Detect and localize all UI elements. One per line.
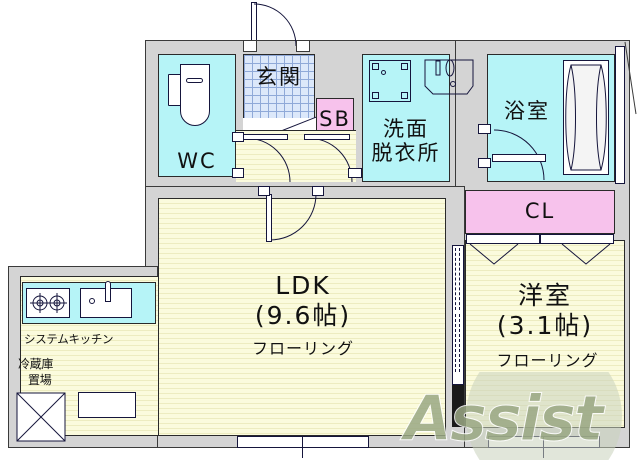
- kitchen-outline: [20, 276, 158, 436]
- ldk-door-jamb-left: [258, 186, 270, 196]
- entrance-door-arc: [253, 3, 297, 46]
- bathtub-icon: [565, 64, 607, 171]
- washing-machine-corner-tr: [401, 63, 408, 70]
- wc-door-leaf[interactable]: [242, 134, 288, 140]
- room-wc-label: WC: [177, 149, 217, 173]
- outer-corner-detail: [624, 41, 637, 115]
- corridor-jamb-c: [348, 168, 362, 178]
- closet-door-right[interactable]: [540, 234, 614, 244]
- closet-folding-indicator-icon: [469, 244, 611, 265]
- washing-machine-corner-bl: [372, 92, 379, 99]
- refrigerator-space-icon: [16, 392, 66, 442]
- washbasin-icon: [424, 59, 474, 95]
- washing-machine-corner-tl: [372, 63, 379, 70]
- toilet-seat-icon: [186, 78, 203, 83]
- storage-cl-label: CL: [524, 199, 556, 223]
- hall-door-leaf[interactable]: [304, 134, 350, 140]
- washing-machine-corner-br: [401, 92, 408, 99]
- room-senmen-label-1: 洗面: [383, 117, 429, 141]
- room-genkan-label: 玄関: [256, 65, 302, 89]
- bedroom-sliding-door-leaf-lower[interactable]: [455, 314, 460, 372]
- storage-sb-label: SB: [319, 107, 351, 131]
- room-senmen-label-2: 脱衣所: [371, 141, 441, 165]
- fridge-label-line2: 置場: [28, 373, 52, 387]
- closet-door-left[interactable]: [466, 234, 540, 244]
- ldk-hall-door-leaf[interactable]: [266, 194, 272, 242]
- bedroom-sliding-door-leaf-upper[interactable]: [455, 248, 460, 310]
- room-ldk: [158, 198, 446, 436]
- room-washitsu-area: (3.1帖): [496, 311, 594, 340]
- ldk-hall-door-arc: [269, 193, 317, 241]
- wc-door-arc: [245, 137, 291, 183]
- room-ldk-area: (9.6帖): [254, 301, 352, 330]
- washing-machine-drain-icon: [381, 70, 386, 75]
- bathroom-jamb-bottom: [478, 158, 491, 168]
- room-ldk-flooring: フローリング: [251, 339, 354, 358]
- washing-machine-space-icon: [369, 60, 411, 102]
- room-senmen: [362, 54, 450, 182]
- room-ldk-label: LDK: [275, 271, 331, 300]
- bedroom-window: [488, 436, 600, 448]
- fridge-label-line1: 冷蔵庫: [18, 357, 54, 371]
- storage-cl: [465, 190, 615, 234]
- kitchen-label: システムキッチン: [24, 332, 114, 346]
- room-genkan: [243, 54, 315, 130]
- entrance-jamb-right: [296, 40, 310, 52]
- gas-stove-burners-icon: [30, 293, 67, 313]
- corridor-jamb-b: [232, 168, 244, 178]
- corridor-jamb-a: [232, 132, 244, 142]
- ldk-window-mullion: [302, 436, 303, 458]
- room-washitsu-flooring: フローリング: [496, 351, 599, 370]
- kitchen-sink-drain-icon: [89, 298, 95, 304]
- toilet-bowl-icon: [180, 64, 210, 126]
- bathroom-door-arc: [493, 129, 545, 181]
- hall-door-arc: [307, 137, 353, 183]
- ldk-door-jamb-right: [312, 186, 324, 196]
- room-yokushitsu-label: 浴室: [504, 99, 550, 123]
- ldk-window: [237, 436, 369, 448]
- room-washitsu-label: 洋室: [517, 281, 572, 310]
- corridor-top-edge: [236, 130, 356, 131]
- bathroom-jamb-top: [478, 124, 491, 134]
- bedroom-door-stop: [452, 385, 464, 427]
- bedroom-window-mullion: [543, 436, 544, 458]
- entrance-jamb-left: [243, 40, 257, 52]
- kitchen-counter-stub: [78, 392, 136, 418]
- kitchen-faucet-icon: [105, 281, 111, 302]
- right-edge-window: [615, 46, 625, 184]
- bathroom-door-leaf[interactable]: [492, 154, 546, 162]
